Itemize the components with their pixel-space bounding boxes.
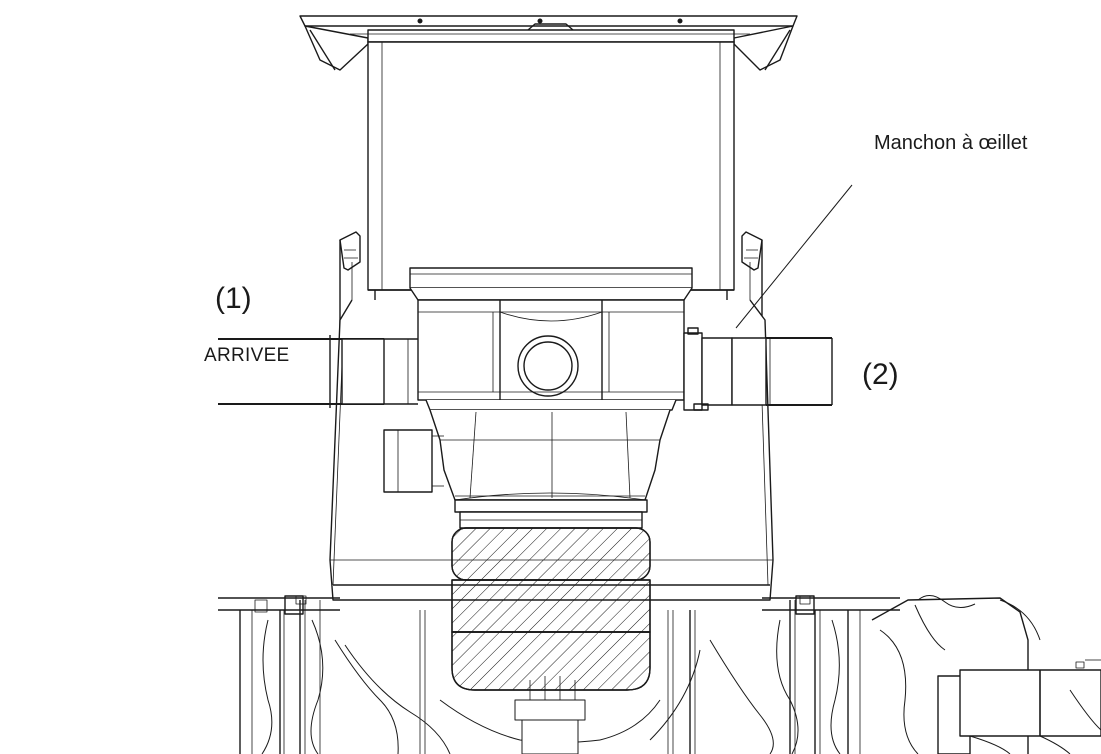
side-port xyxy=(384,430,444,492)
left-bracket xyxy=(340,232,360,340)
sleeve-label: Manchon à œillet xyxy=(874,132,1028,154)
inlet-pipe xyxy=(218,335,418,408)
outlet-pipe xyxy=(684,328,832,410)
distribution-box xyxy=(418,300,684,410)
inlet-label: ARRIVEE xyxy=(204,345,290,366)
base-structure xyxy=(218,596,900,754)
top-cover xyxy=(300,16,797,70)
lower-outlet-assembly xyxy=(872,595,1101,754)
filter-media xyxy=(452,528,650,690)
lower-membranes xyxy=(262,620,840,754)
inlet-number-label: (1) xyxy=(215,282,252,315)
outlet-number-label: (2) xyxy=(862,358,899,391)
basket-connector xyxy=(455,500,647,528)
riser-box xyxy=(368,42,734,300)
riser-collar xyxy=(410,268,692,300)
manchon-leader-line xyxy=(736,185,852,328)
filter-basket xyxy=(430,410,670,500)
